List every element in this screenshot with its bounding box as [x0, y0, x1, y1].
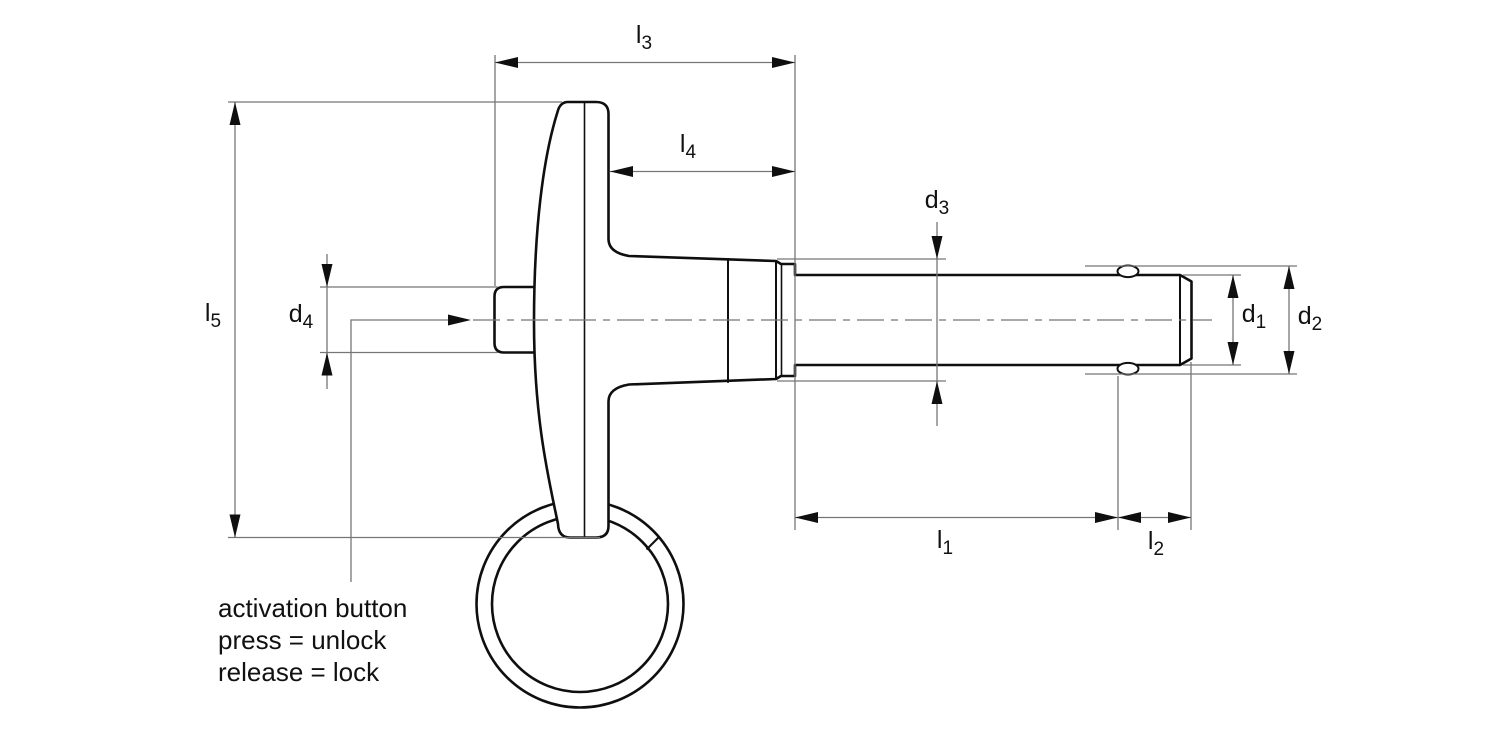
- dim-label-l3: l3: [635, 21, 653, 54]
- dimension-l5: [228, 101, 600, 539]
- ring-inner-circle: [490, 514, 670, 694]
- dim-label-l5: l5: [204, 299, 222, 332]
- ring-split-line: [645, 536, 660, 551]
- dimension-l1: [795, 376, 1119, 530]
- arrow-left-icon: [795, 512, 818, 523]
- dimension-d2: [1085, 265, 1297, 375]
- dim-label-d3: d3: [924, 186, 950, 219]
- arrow-up-icon: [229, 102, 241, 125]
- arrow-up-icon: [1283, 266, 1295, 289]
- dim-label-l2: l2: [1147, 527, 1165, 560]
- dimension-d3: [777, 222, 946, 426]
- dim-label-d4: d4: [288, 300, 314, 333]
- arrow-right-icon: [1095, 512, 1118, 523]
- dimension-d4: [320, 254, 498, 389]
- arrow-down-icon: [931, 236, 943, 259]
- arrow-left-icon: [1118, 512, 1141, 523]
- arrow-down-icon: [229, 514, 241, 538]
- dim-label-l1: l1: [936, 526, 954, 559]
- locking-ball-bottom: [1116, 361, 1140, 376]
- dim-label-d2: d2: [1297, 302, 1323, 335]
- arrow-down-icon: [321, 264, 333, 287]
- dimension-l3: [494, 55, 796, 530]
- arrow-left-icon: [495, 57, 518, 68]
- arrow-right-icon: [1168, 512, 1191, 523]
- arrow-right-icon: [448, 314, 471, 326]
- arrow-right-icon: [772, 166, 795, 177]
- arrow-up-icon: [931, 381, 943, 404]
- note-line: press = unlock: [218, 625, 387, 655]
- dimension-l4: [610, 166, 795, 177]
- locking-ball-top: [1116, 264, 1140, 279]
- arrow-left-icon: [610, 166, 633, 177]
- dim-label-l4: l4: [679, 130, 697, 163]
- note-line: activation button: [218, 593, 408, 623]
- dimension-l2: [1118, 362, 1192, 530]
- note-line: release = lock: [218, 657, 380, 687]
- arrow-down-icon: [1283, 351, 1295, 374]
- arrow-up-icon: [321, 352, 333, 376]
- arrow-right-icon: [772, 57, 795, 68]
- arrow-up-icon: [1227, 275, 1239, 298]
- dimension-d1: [1183, 274, 1241, 366]
- activation-button-note: activation button press = unlock release…: [218, 592, 407, 688]
- dim-label-d1: d1: [1241, 300, 1267, 333]
- arrow-down-icon: [1227, 342, 1239, 365]
- leader-activation-button: [350, 314, 471, 582]
